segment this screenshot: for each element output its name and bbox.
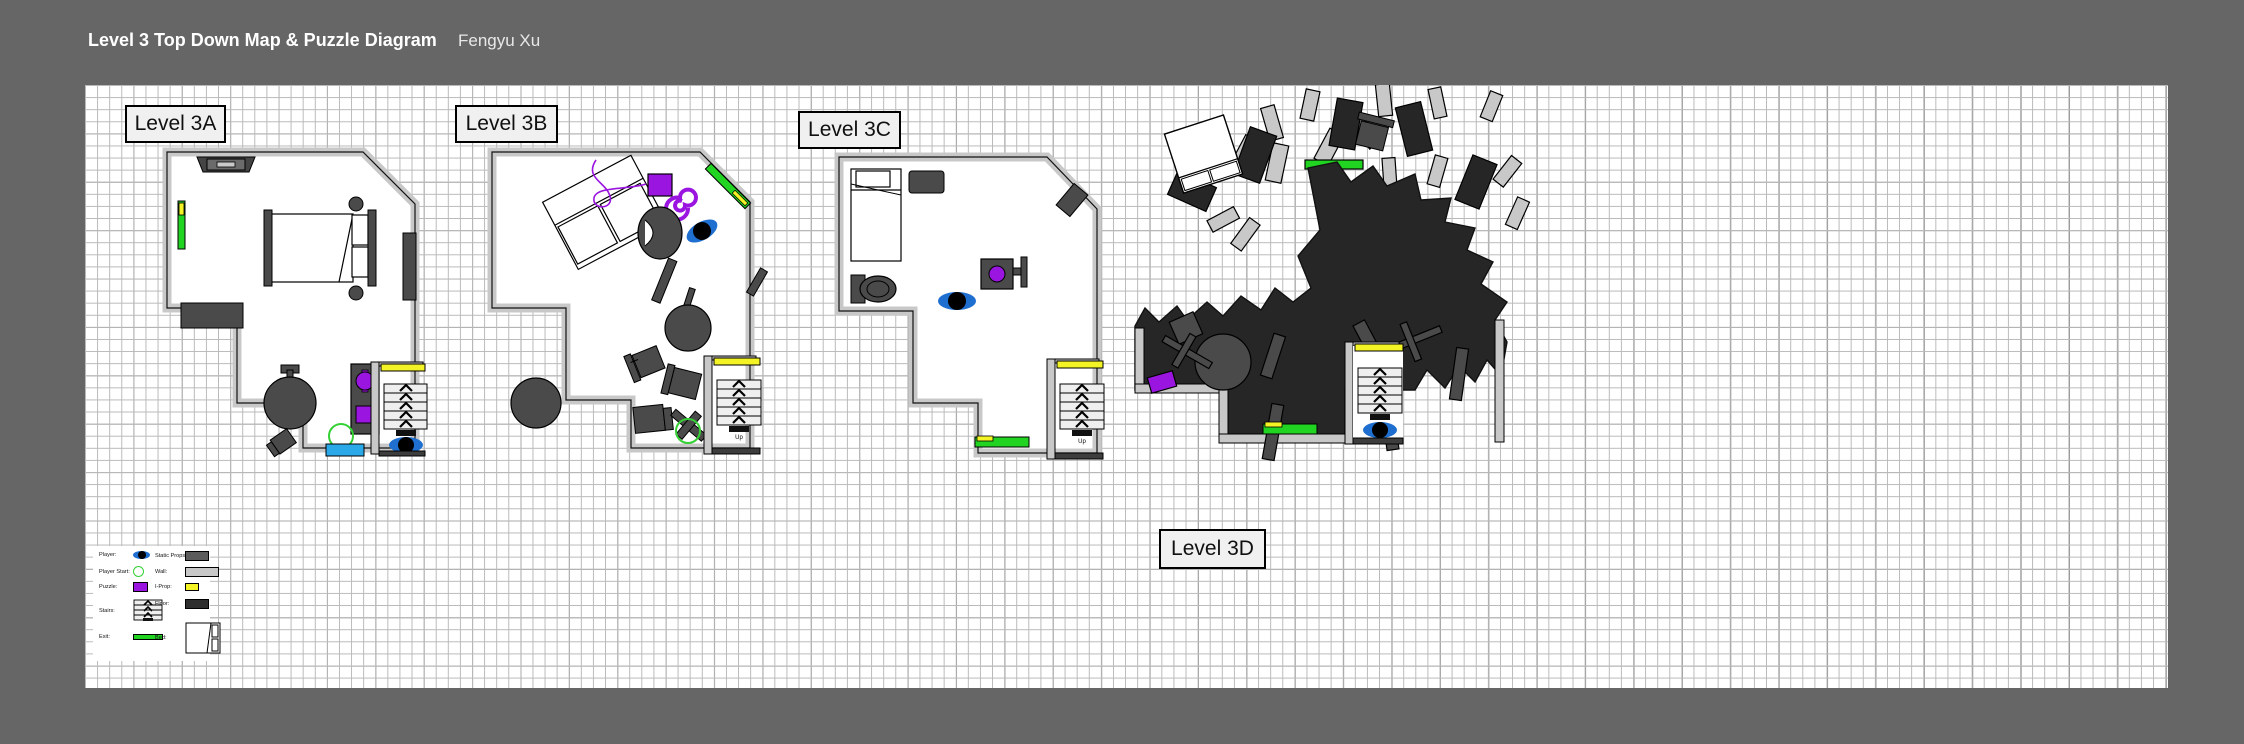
bed-prop-3d	[1163, 114, 1244, 194]
legend-label-player-start: Player Start:	[99, 568, 130, 575]
legend-item-puzzle: Puzzle:	[99, 582, 148, 592]
page-title: Level 3 Top Down Map & Puzzle Diagram	[88, 30, 437, 50]
room-wall-outline-3c	[838, 156, 1098, 454]
legend-label-wall: Wall:	[155, 569, 168, 575]
author-name: Fengyu Xu	[458, 31, 541, 50]
iprop-swatch-icon	[185, 583, 199, 591]
stairs-up-label-3b: Up	[735, 435, 743, 441]
exit-left-3a	[177, 200, 186, 250]
level-3c-floorplan: Up	[834, 152, 1105, 460]
exit-diagonal-3b	[704, 162, 752, 210]
exit-bottom-3c	[974, 435, 1030, 448]
stairwell-3d: Up	[1344, 341, 1404, 445]
level-label-3c: Level 3C	[798, 111, 901, 149]
debris-bar-3b-2	[745, 267, 769, 297]
wall-stub-3d-3	[1218, 383, 1229, 443]
puzzle-station-3c[interactable]	[980, 256, 1028, 290]
tv-prop-3a	[196, 156, 256, 173]
player-start-circle-icon	[133, 566, 144, 577]
bathroom-prop-3d	[1354, 111, 1395, 152]
exit-bottom-3d	[1262, 421, 1318, 435]
legend-label-bed: Bed:	[155, 635, 167, 641]
table-prop-3b	[664, 286, 712, 352]
player-eye-icon	[133, 551, 150, 559]
table-prop-3b-2	[510, 377, 562, 429]
debris-bar-3b-1	[651, 257, 678, 304]
legend-label-stairs: Stairs:	[99, 608, 115, 614]
exit-bar-icon	[133, 634, 163, 640]
level-label-3d: Level 3D	[1159, 529, 1266, 569]
wall-stub-3d-1	[1134, 327, 1145, 391]
legend-item-player-start: Player Start:	[99, 566, 144, 577]
wall-swatch-icon	[185, 567, 219, 577]
dresser-prop-3c	[908, 170, 945, 194]
legend-item-player: Player:	[99, 551, 150, 559]
wall-stub-3d-4	[1218, 433, 1352, 444]
puzzle-cable-3b	[591, 159, 647, 208]
table-prop-3a	[263, 364, 317, 430]
level-label-3c-text: Level 3C	[808, 118, 891, 141]
player-marker-3d	[1363, 422, 1397, 438]
stairs-icon-3d[interactable]	[1357, 367, 1403, 420]
level-label-3b-text: Level 3B	[465, 112, 548, 135]
puzzle-prop-3d[interactable]	[1146, 369, 1178, 395]
legend-item-floor: Floor:	[155, 599, 209, 609]
legend-item-bed: Bed:	[155, 622, 221, 654]
puzzle-block-3b[interactable]	[647, 173, 673, 197]
dresser-prop-3a	[180, 302, 244, 329]
floor-swatch-icon	[185, 599, 209, 609]
bathroom-prop-3c	[850, 274, 897, 304]
legend-label-iprop: I-Prop:	[155, 584, 172, 590]
legend-label-puzzle: Puzzle:	[99, 584, 118, 590]
legend-item-exit: Exit:	[99, 634, 163, 640]
debris-cluster-dark-3d	[1166, 97, 1498, 213]
legend-label-static-props: Static Props:	[155, 553, 187, 559]
level-label-3a-text: Level 3A	[134, 112, 217, 135]
player-marker-3a	[389, 437, 423, 453]
cabinet-prop-3a	[402, 232, 417, 301]
legend-item-static-props: Static Props:	[155, 551, 209, 561]
cabinet-prop-3c	[1055, 182, 1089, 218]
stairs-icon-3a[interactable]	[383, 383, 428, 436]
legend-label-floor: Floor:	[155, 601, 170, 607]
legend-panel: Player: Player Start: Puzzle: Stairs:	[93, 546, 221, 661]
bed-prop-3b	[541, 154, 668, 271]
level-label-3b: Level 3B	[455, 105, 558, 143]
bed-swatch-icon	[185, 622, 221, 654]
stairwell-3a: Up	[370, 361, 428, 457]
chair-prop-3b-4	[632, 403, 674, 434]
level-label-3d-text: Level 3D	[1171, 537, 1254, 560]
level-label-3a: Level 3A	[125, 105, 226, 143]
player-start-3b	[675, 418, 701, 444]
level-3a-floorplan: Up	[162, 147, 428, 458]
legend-item-wall: Wall:	[155, 567, 219, 577]
page-header: Level 3 Top Down Map & Puzzle Diagram Fe…	[0, 0, 2244, 60]
stairwell-3b: Up	[703, 355, 762, 455]
bed-prop-3c	[850, 168, 902, 262]
stairs-icon-3b[interactable]	[716, 379, 762, 432]
level-3d-floorplan: Up	[1134, 85, 1531, 462]
legend-item-iprop: I-Prop:	[155, 583, 199, 591]
player-marker-3c	[938, 292, 976, 310]
stairs-icon	[133, 599, 163, 621]
stairwell-3c: Up	[1046, 358, 1105, 460]
player-marker-3b	[686, 219, 718, 243]
diagram-canvas: Level 3A Level 3B Level 3C Level 3D	[85, 85, 2168, 688]
bed-prop-3a	[263, 196, 377, 301]
static-prop-swatch-icon	[185, 551, 209, 561]
puzzle-swatch-icon	[133, 582, 148, 592]
chair-prop-3a	[265, 428, 298, 458]
chair-prop-3b-3	[660, 363, 703, 401]
legend-label-exit: Exit:	[99, 634, 110, 640]
chair-prop-3b-2	[623, 345, 666, 384]
level-3b-floorplan: Up	[487, 147, 769, 455]
chair-prop-3b-1	[637, 206, 683, 260]
stairs-up-label-3c: Up	[1078, 439, 1086, 445]
legend-label-player: Player:	[99, 552, 117, 558]
stairs-icon-3c[interactable]	[1059, 383, 1105, 436]
wall-stub-3d-5	[1494, 319, 1505, 443]
legend-item-stairs: Stairs:	[99, 598, 163, 624]
water-tile-3a	[325, 443, 365, 457]
